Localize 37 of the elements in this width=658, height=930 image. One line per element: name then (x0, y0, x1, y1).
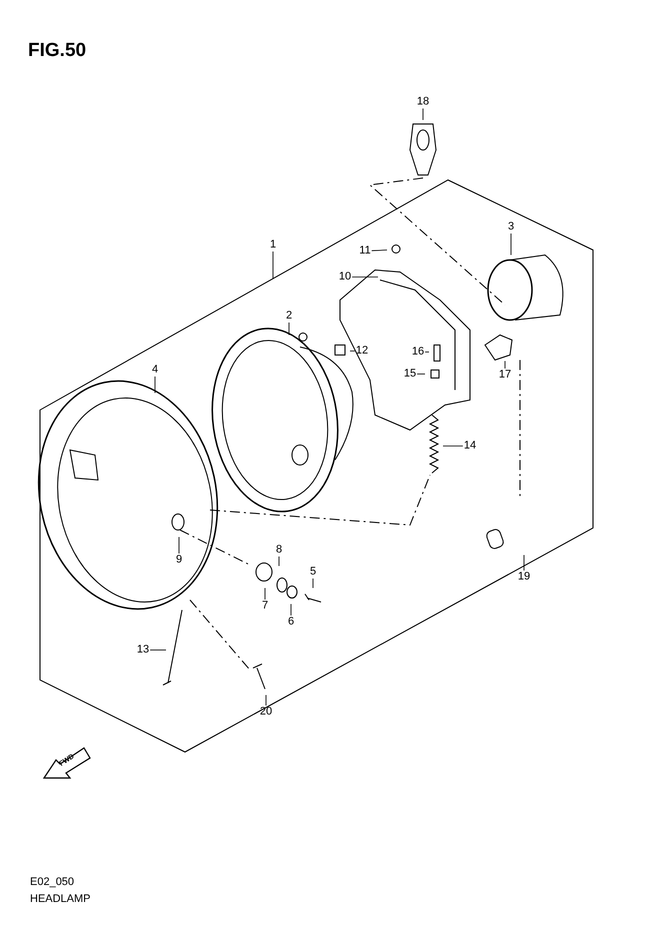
diagram-code: E02_050 (30, 876, 74, 888)
callout-number: 20 (258, 706, 274, 718)
callout-number: 5 (308, 566, 318, 578)
callout-number: 9 (174, 554, 184, 566)
leader-line (371, 250, 388, 252)
callout-number: 17 (498, 368, 512, 382)
callout-number: 12 (354, 344, 370, 358)
diagram-caption: HEADLAMP (30, 893, 91, 905)
callout-number: 11 (358, 244, 372, 258)
callout-number: 1 (268, 238, 278, 252)
leader-line (272, 251, 274, 280)
leader-line (154, 376, 156, 394)
figure-title: FIG.50 (28, 40, 86, 62)
callout-number: 19 (516, 570, 532, 584)
callout-number: 13 (136, 644, 150, 656)
leader-line (264, 588, 266, 600)
callout-number: 15 (402, 368, 418, 380)
callout-number: 10 (338, 270, 352, 284)
callout-number: 6 (286, 616, 296, 628)
callout-number: 16 (410, 346, 426, 358)
leader-line (422, 108, 424, 120)
callout-number: 7 (260, 600, 270, 612)
leader-line (178, 536, 180, 554)
callout-number: 4 (150, 364, 160, 376)
leader-line (278, 556, 280, 566)
callout-number: 18 (416, 96, 430, 108)
callout-number: 14 (462, 440, 478, 452)
leader-line (510, 233, 512, 256)
leader-line (290, 604, 292, 616)
leader-line (312, 578, 314, 588)
leader-line (352, 276, 378, 278)
leader-line (288, 322, 290, 336)
leader-line (504, 360, 506, 369)
callout-number: 8 (274, 544, 284, 556)
callout-number: 2 (284, 310, 294, 322)
callout-number: 3 (506, 220, 516, 234)
leader-line (350, 350, 356, 352)
